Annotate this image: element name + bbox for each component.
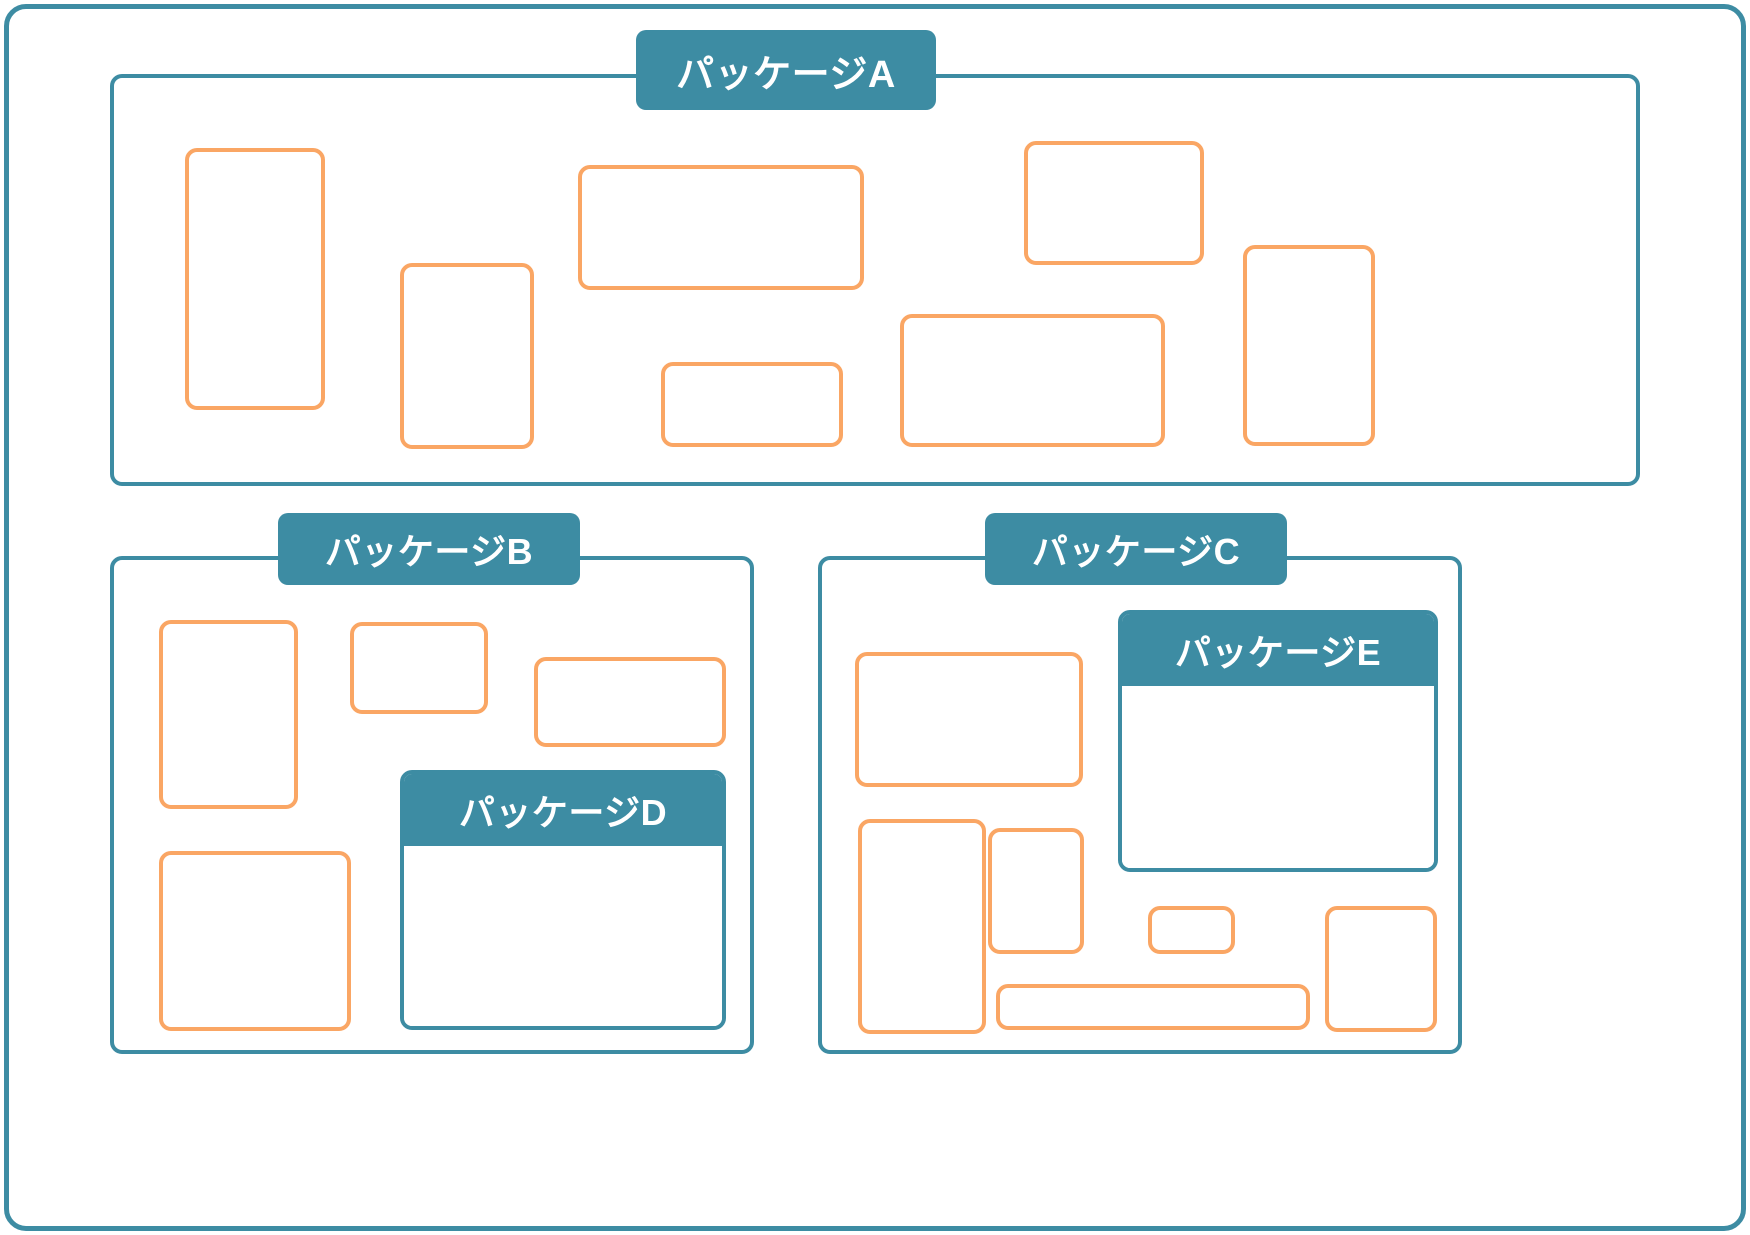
element-a3[interactable]: [578, 165, 864, 290]
element-c1[interactable]: [855, 652, 1083, 787]
element-b4[interactable]: [159, 851, 351, 1031]
element-b2[interactable]: [350, 622, 488, 714]
package-b-label-tab[interactable]: パッケージB: [278, 513, 580, 585]
package-a-label-tab[interactable]: パッケージA: [636, 30, 936, 110]
element-c3[interactable]: [988, 828, 1084, 954]
package-e-label: パッケージE: [1174, 632, 1382, 673]
package-c-label: パッケージC: [1031, 531, 1241, 572]
element-c4[interactable]: [1148, 906, 1235, 954]
package-d[interactable]: パッケージD: [400, 770, 726, 1030]
package-d-label: パッケージD: [458, 792, 668, 833]
element-b1[interactable]: [159, 620, 298, 809]
package-d-body: [404, 846, 722, 1026]
package-e-body: [1122, 686, 1434, 868]
package-e[interactable]: パッケージE: [1118, 610, 1438, 872]
element-c5[interactable]: [996, 984, 1310, 1030]
package-a-label: パッケージA: [676, 53, 896, 96]
element-c6[interactable]: [1325, 906, 1437, 1032]
package-d-header[interactable]: パッケージD: [404, 774, 722, 846]
package-b-label: パッケージB: [324, 531, 534, 572]
element-a6[interactable]: [1024, 141, 1204, 265]
package-c-label-tab[interactable]: パッケージC: [985, 513, 1287, 585]
element-a2[interactable]: [400, 263, 534, 449]
element-c2[interactable]: [858, 819, 986, 1034]
element-a1[interactable]: [185, 148, 325, 410]
package-a[interactable]: [110, 74, 1640, 486]
element-b3[interactable]: [534, 657, 726, 747]
element-a5[interactable]: [900, 314, 1165, 447]
element-a4[interactable]: [661, 362, 843, 447]
element-a7[interactable]: [1243, 245, 1375, 446]
outer-frame: [4, 4, 1746, 1231]
package-e-header[interactable]: パッケージE: [1122, 614, 1434, 686]
